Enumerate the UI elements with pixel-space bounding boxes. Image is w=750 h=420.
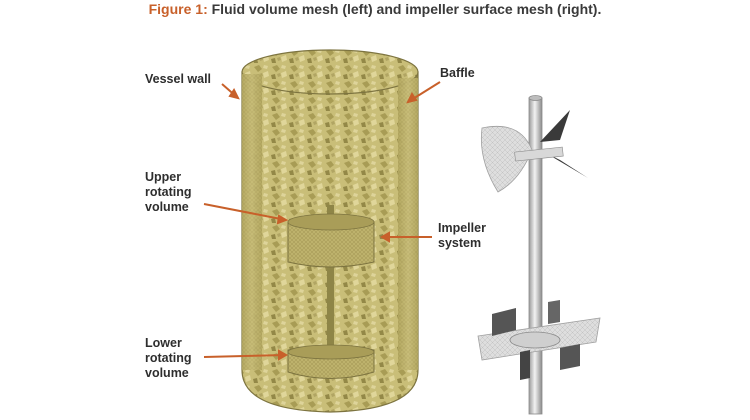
label-upper-line1: Upper — [145, 170, 182, 184]
callout-lines — [203, 81, 441, 361]
label-lower-line2: rotating — [145, 351, 192, 365]
label-vessel-wall-text: Vessel wall — [145, 72, 212, 86]
label-impeller-system: Impeller system — [438, 221, 486, 251]
label-impeller-line1: Impeller — [438, 221, 486, 235]
lower-impeller — [477, 300, 601, 380]
label-upper-rotating-volume: Upper rotating volume — [145, 170, 192, 215]
label-upper-line2: rotating — [145, 185, 192, 199]
label-baffle: Baffle — [440, 66, 475, 81]
vessel-top — [241, 49, 419, 95]
upper-impeller — [481, 110, 588, 193]
label-upper-line3: volume — [145, 200, 189, 214]
impeller-shaft — [528, 97, 543, 415]
label-lower-line1: Lower — [145, 336, 182, 350]
figure-caption-text: Fluid volume mesh (left) and impeller su… — [207, 1, 602, 17]
vessel-shaft — [327, 205, 334, 355]
label-vessel-wall: Vessel wall — [145, 72, 211, 87]
label-baffle-text: Baffle — [440, 66, 475, 80]
label-impeller-line2: system — [438, 236, 482, 250]
label-lower-line3: volume — [145, 366, 189, 380]
label-lower-rotating-volume: Lower rotating volume — [145, 336, 192, 381]
figure-caption: Figure 1: Fluid volume mesh (left) and i… — [0, 0, 750, 18]
figure-caption-lead: Figure 1: — [148, 1, 208, 17]
